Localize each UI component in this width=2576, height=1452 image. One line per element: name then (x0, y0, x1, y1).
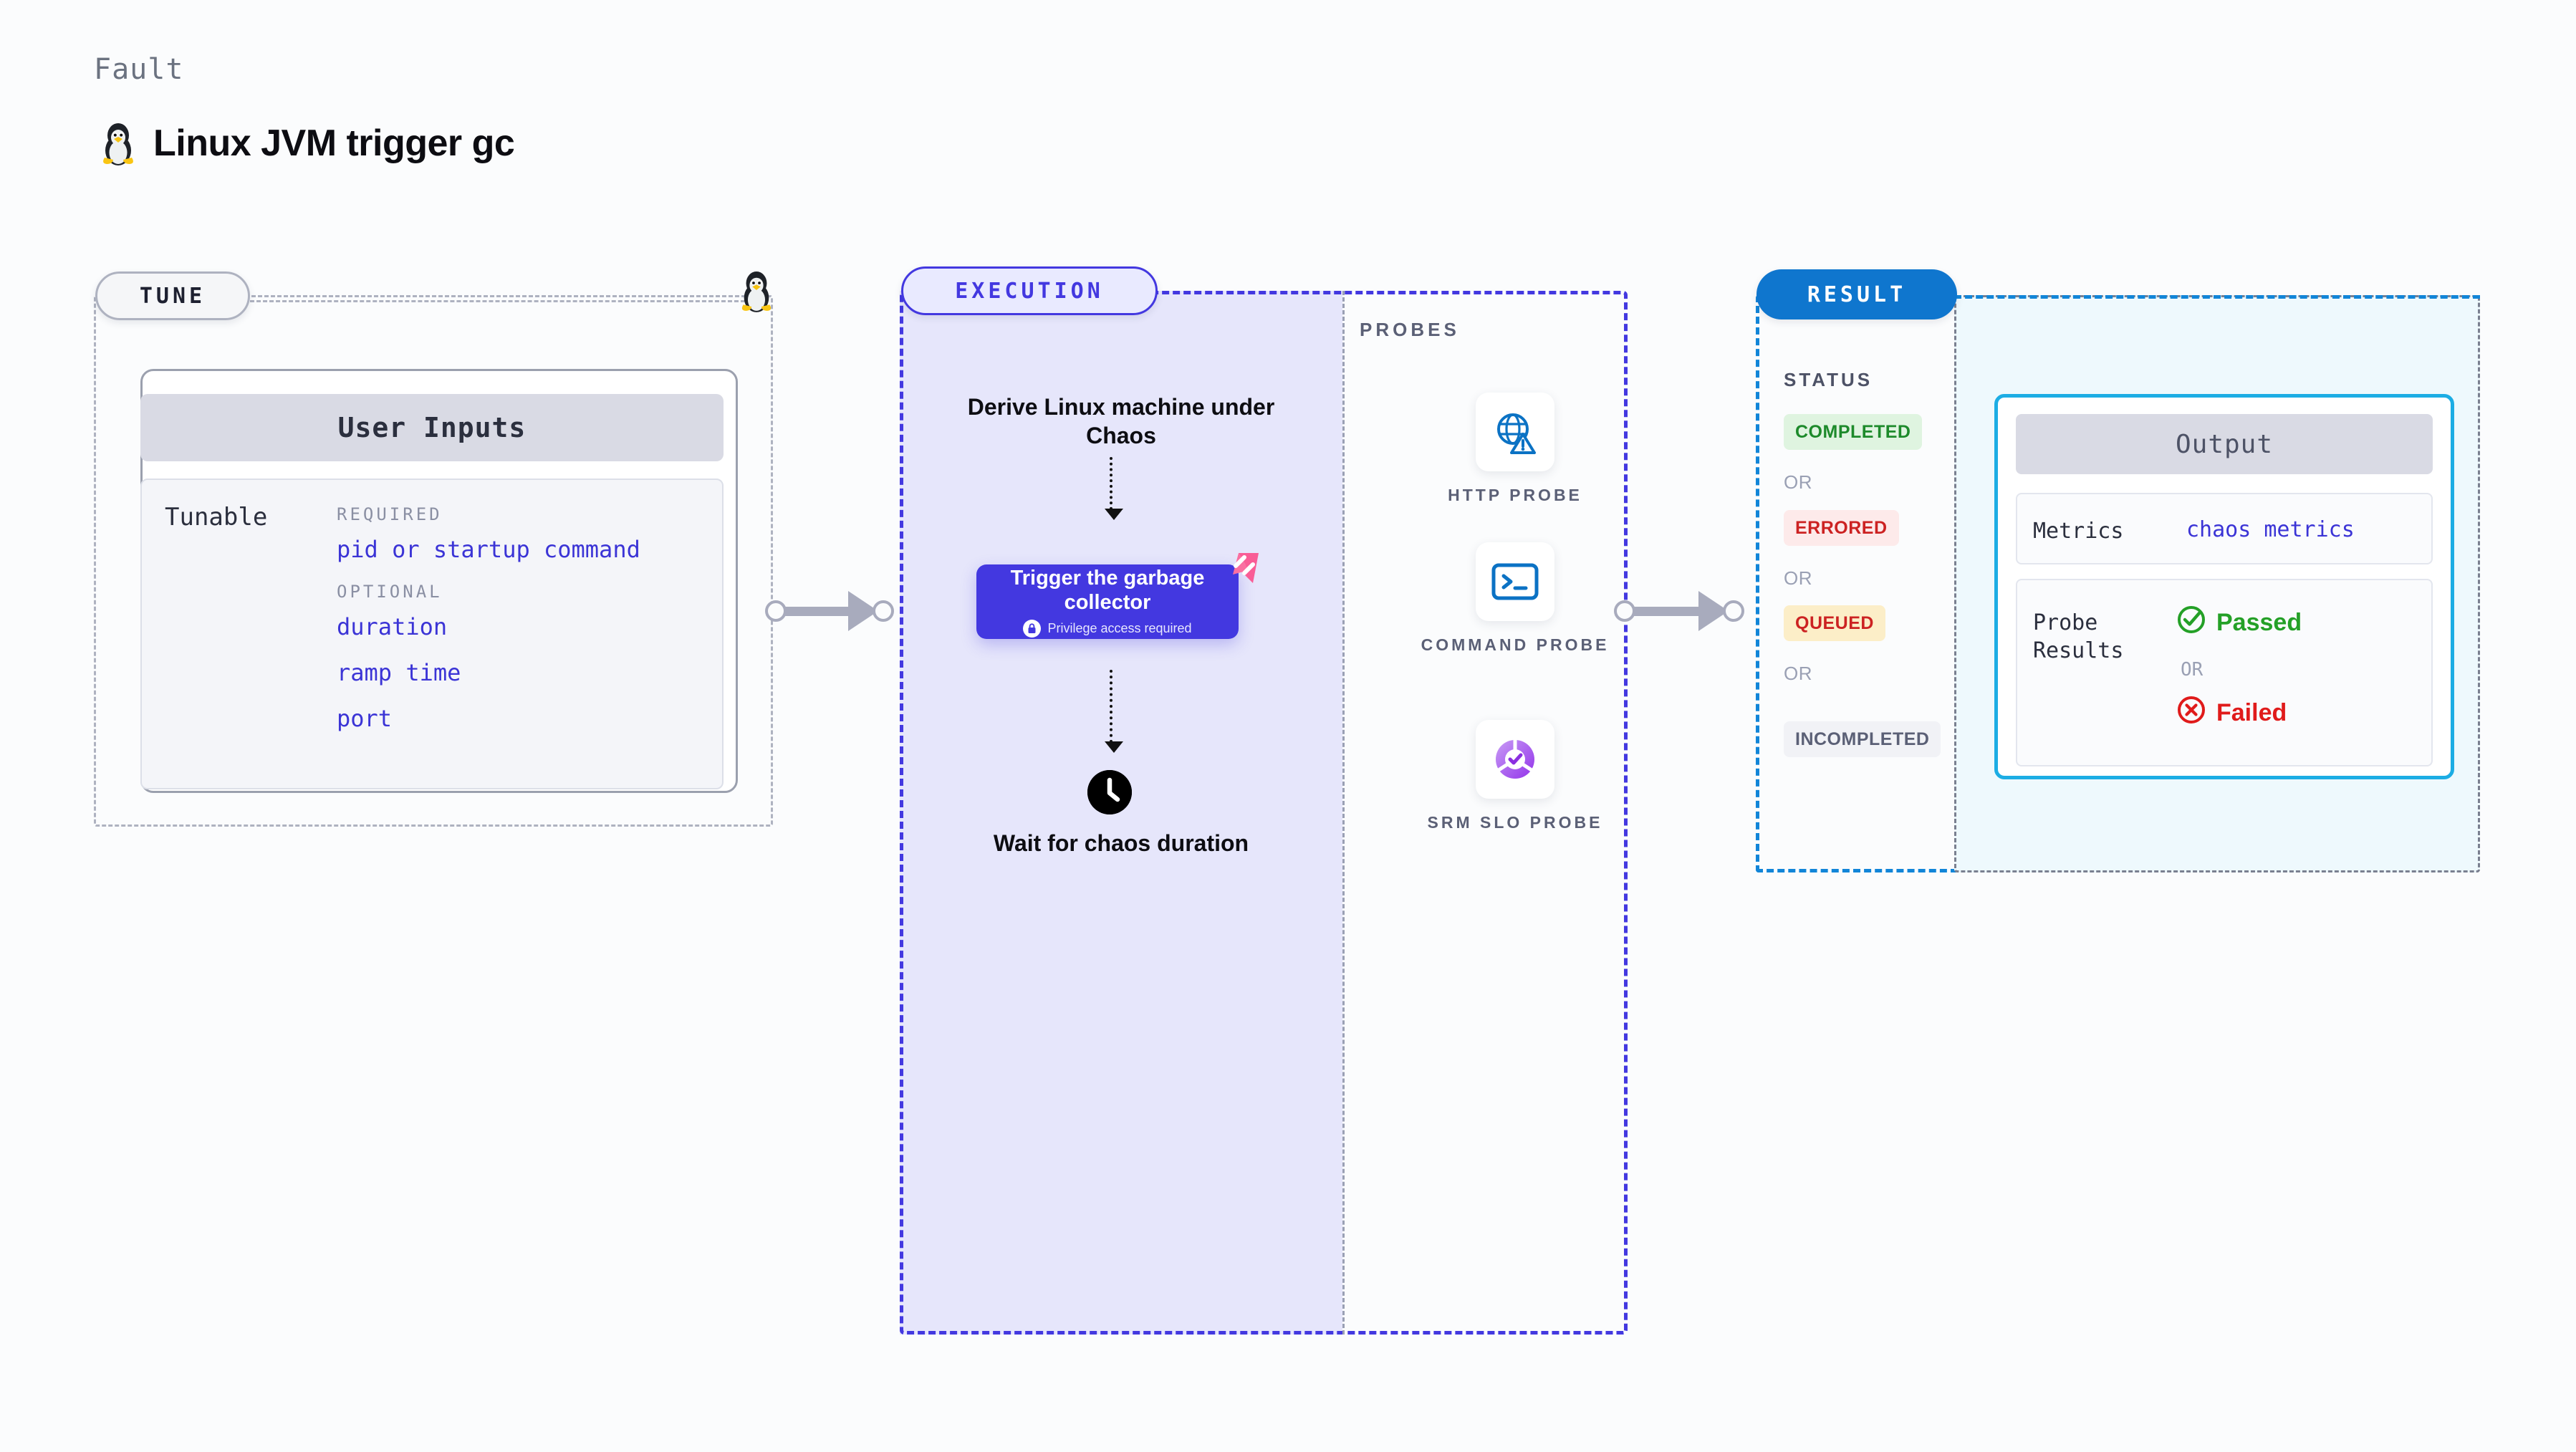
tunable-field-duration[interactable]: duration (337, 613, 448, 640)
connector-bar (1627, 607, 1714, 616)
check-circle-icon (2176, 605, 2206, 641)
page-title: Linux JVM trigger gc (153, 122, 515, 164)
output-probe-passed: Passed (2176, 605, 2302, 641)
output-probe-or: OR (2181, 659, 2203, 681)
execution-probes-region (900, 291, 1628, 1335)
linux-tux-icon-marker (738, 269, 775, 317)
connector-bar (778, 607, 864, 616)
x-circle-icon (2176, 695, 2206, 731)
status-or-2: OR (1784, 567, 1812, 589)
connector-start-dot (765, 600, 787, 622)
status-badge-completed: COMPLETED (1784, 414, 1923, 450)
connector-end-dot (873, 600, 894, 622)
status-badge-errored: ERRORED (1784, 510, 1899, 546)
probes-section-label: PROBES (1360, 319, 1460, 340)
trigger-step-title: Trigger the garbage collector (1010, 566, 1205, 614)
execution-chip[interactable]: EXECUTION (901, 266, 1158, 315)
tunable-panel: Tunable REQUIRED pid or startup command … (140, 479, 724, 789)
chaos-pinwheel-icon (1216, 550, 1261, 597)
output-passed-label: Passed (2216, 609, 2302, 636)
output-probe-failed: Failed (2176, 695, 2287, 731)
execution-step-derive: Derive Linux machine under Chaos (967, 394, 1275, 448)
result-chip[interactable]: RESULT (1756, 269, 1957, 319)
status-badge-incompleted: INCOMPLETED (1784, 721, 1941, 757)
lock-icon (1023, 620, 1042, 638)
tunable-group-label-optional: OPTIONAL (337, 582, 443, 602)
execution-background (900, 291, 1342, 1335)
connector-end-dot (1723, 600, 1744, 622)
probes-divider (1342, 291, 1345, 1335)
flow-arrow-trigger-to-wait (1105, 670, 1123, 753)
output-metrics-row: Metrics chaos metrics (2016, 493, 2433, 564)
linux-tux-icon (99, 120, 138, 166)
tune-region (94, 295, 773, 827)
user-inputs-header: User Inputs (140, 394, 724, 461)
privilege-badge: Privilege access required (1023, 620, 1192, 638)
connector-probes-to-result (1614, 591, 1754, 631)
tunable-fields: REQUIRED pid or startup command OPTIONAL… (337, 496, 640, 751)
tune-chip[interactable]: TUNE (95, 271, 250, 320)
output-failed-label: Failed (2216, 699, 2287, 726)
connector-start-dot (1614, 600, 1635, 622)
probe-caption-http: HTTP PROBE (1448, 486, 1582, 504)
execution-step-wait: Wait for chaos duration (993, 830, 1249, 856)
tunable-group-label-required: REQUIRED (337, 504, 443, 524)
output-metrics-value[interactable]: chaos metrics (2186, 517, 2355, 542)
tune-dashed-connector (250, 300, 751, 302)
fault-title-row: Linux JVM trigger gc (99, 120, 515, 166)
status-badge-queued: QUEUED (1784, 605, 1885, 641)
fault-kicker: Fault (94, 53, 184, 86)
probe-item-srm-slo[interactable]: SRM SLO PROBE (1408, 720, 1623, 834)
status-or-3: OR (1784, 663, 1812, 684)
execution-step-trigger[interactable]: Trigger the garbage collector Privilege … (976, 564, 1239, 639)
tunable-field-ramp-time[interactable]: ramp time (337, 659, 461, 686)
probe-item-command[interactable]: COMMAND PROBE (1408, 542, 1623, 656)
flow-arrow-derive-to-trigger (1105, 457, 1123, 520)
output-card-header: Output (2016, 414, 2433, 474)
privilege-badge-label: Privilege access required (1047, 621, 1192, 636)
output-metrics-key: Metrics (2033, 519, 2124, 544)
globe-warning-icon (1476, 393, 1554, 471)
probe-caption-srm-slo: SRM SLO PROBE (1427, 813, 1603, 832)
probe-caption-command: COMMAND PROBE (1421, 635, 1610, 654)
clock-icon (1087, 770, 1132, 814)
output-region-top-border (1954, 295, 2480, 299)
tunable-field-pid[interactable]: pid or startup command (337, 536, 640, 563)
probe-item-http[interactable]: HTTP PROBE (1408, 393, 1623, 506)
tunable-field-port[interactable]: port (337, 705, 393, 732)
slo-donut-check-icon (1476, 720, 1554, 799)
tunable-label: Tunable (165, 503, 268, 532)
status-or-1: OR (1784, 471, 1812, 493)
status-label: STATUS (1784, 369, 1873, 390)
connector-tune-to-execution (765, 591, 903, 631)
terminal-icon (1476, 542, 1554, 621)
